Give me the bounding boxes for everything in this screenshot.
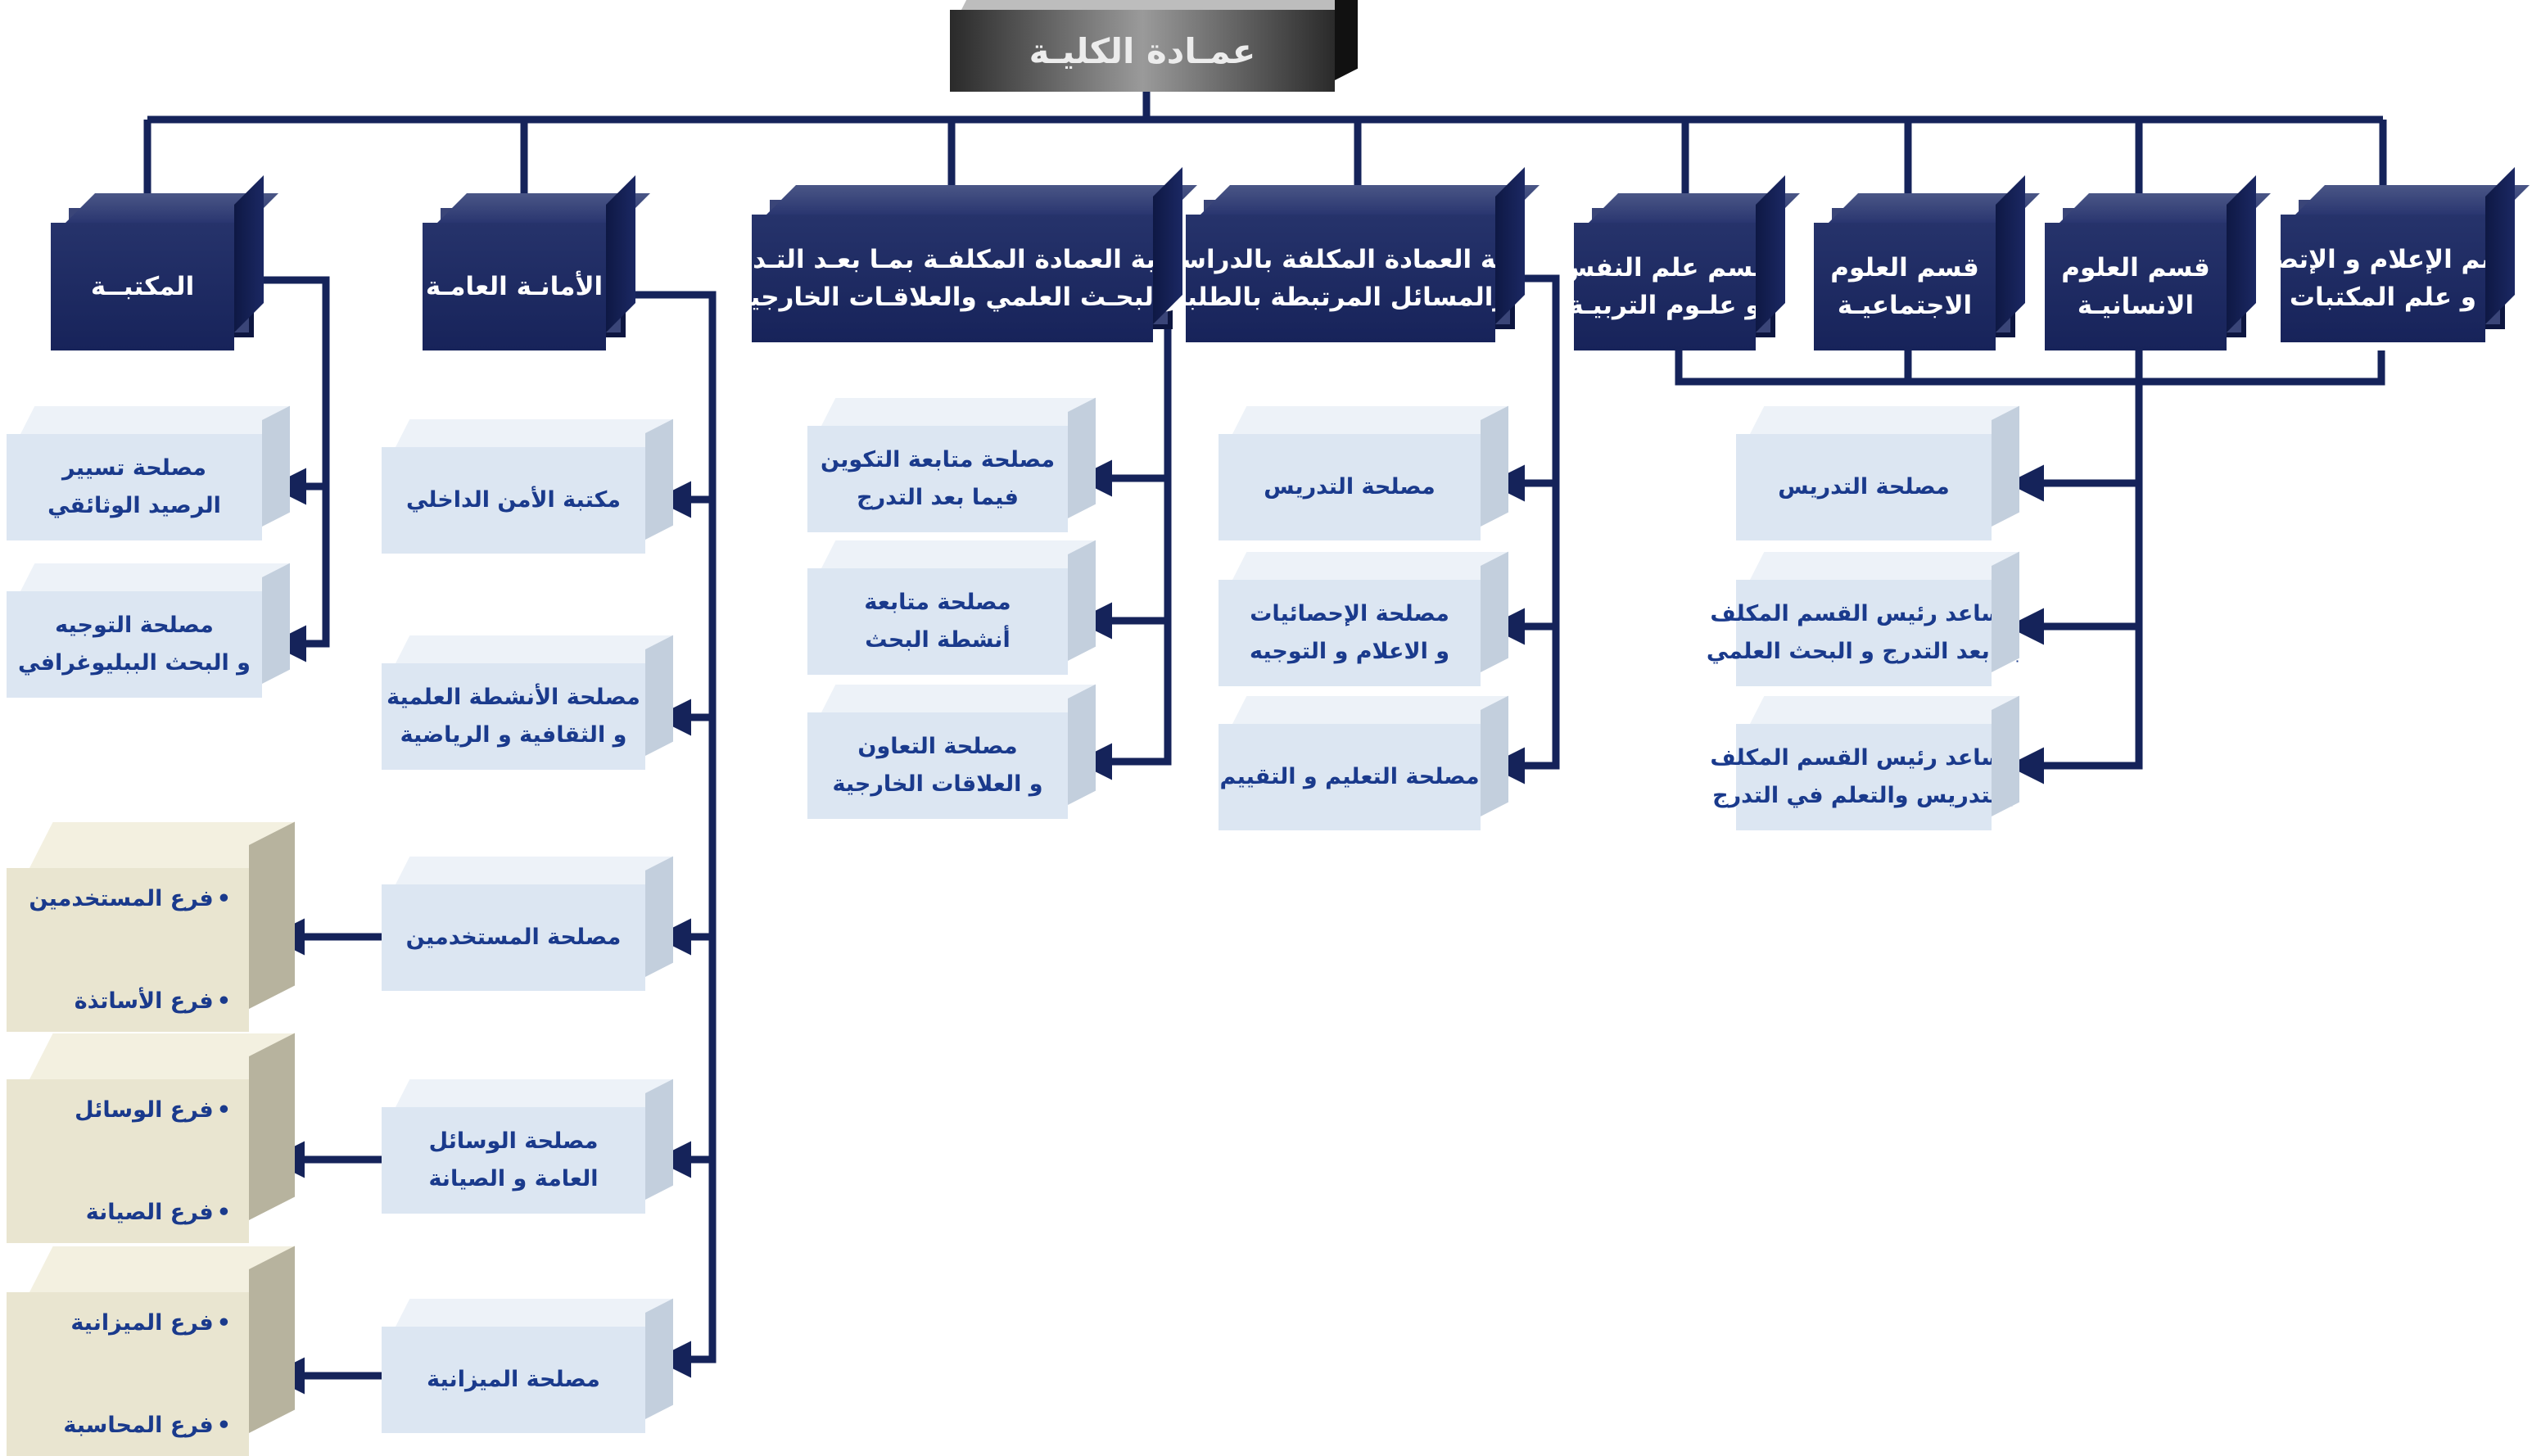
vice-dean-studies: نيابة العمادة المكلفة بالدراسات والمسائل … bbox=[1146, 215, 1535, 342]
branch-box-2: فرع الوسائل فرع الصيانة bbox=[7, 1079, 249, 1243]
branch-box-3: فرع الميزانية فرع المحاسبة bbox=[7, 1292, 249, 1456]
secretariat-service-1-line-1: مكتبة الأمن الداخلي bbox=[405, 487, 622, 513]
library: المكتبــة bbox=[51, 223, 234, 350]
dept-media-communication: قسم الإعلام و الإتصال و علم المكتبات bbox=[2242, 215, 2524, 342]
secretariat-service-5: مصلحة الميزانية bbox=[382, 1327, 645, 1433]
dept-social-sciences-line-1: قسم العلوم bbox=[1830, 252, 1979, 283]
secretariat-service-2-line-1: مصلحة الأنشطة العلمية bbox=[387, 685, 640, 711]
branch-item: فرع الوسائل bbox=[25, 1092, 231, 1128]
studies-service-1-line-1: مصلحة التدريس bbox=[1264, 474, 1436, 500]
postgrad-service-1-line-1: مصلحة متابعة التكوين bbox=[820, 447, 1056, 473]
secretariat-service-2: مصلحة الأنشطة العلمية و الثقافية و الرياض… bbox=[382, 663, 645, 770]
library-service-2-line-2: و البحث الببليوغرافي bbox=[18, 650, 251, 676]
dept-humanities-line-1: قسم العلوم bbox=[2061, 252, 2210, 283]
vice-dean-postgrad: نيابة العمادة المكلفـة بمـا بعـد التـدرج… bbox=[720, 215, 1185, 342]
secretariat-service-3-line-1: مصلحة المستخدمين bbox=[405, 925, 622, 951]
dept-service-1: مصلحة التدريس bbox=[1736, 434, 1992, 540]
dept-service-3-line-1: مساعد رئيس القسم المكلف bbox=[1710, 745, 2018, 771]
dept-media-communication-line-1: قسم الإعلام و الإتصال bbox=[2242, 244, 2524, 274]
branch-item: فرع الأساتذة bbox=[25, 983, 231, 1019]
branch-box-1: فرع المستخدمين فرع الأساتذة bbox=[7, 868, 249, 1032]
studies-service-3-line-1: مصلحة التعليم و التقييم bbox=[1219, 764, 1480, 790]
postgrad-service-1-line-2: فيما بعد التدرج bbox=[857, 485, 1019, 510]
dept-humanities-line-2: الانسانيـة bbox=[2077, 291, 2195, 320]
general-secretariat-line-1: الأمانـة العامـة bbox=[425, 271, 604, 301]
dept-social-sciences-line-2: الاجتماعيـة bbox=[1837, 291, 1973, 320]
dept-psychology-education-line-2: و علـوم التربيـة bbox=[1568, 291, 1761, 320]
faculty-deanship-title: عمـادة الكليـة bbox=[950, 10, 1335, 92]
dept-service-2-line-1: مساعد رئيس القسم المكلف bbox=[1710, 601, 2018, 627]
branch-item: فرع الصيانة bbox=[25, 1195, 231, 1230]
branch-item: فرع المحاسبة bbox=[25, 1408, 231, 1443]
studies-service-2: مصلحة الإحصائيات و الاعلام و التوجيه bbox=[1219, 580, 1481, 686]
vice-dean-studies-line-1: نيابة العمادة المكلفة بالدراسات bbox=[1146, 244, 1535, 274]
branch-item: فرع المستخدمين bbox=[25, 881, 231, 916]
secretariat-service-4-line-2: العامة و الصيانة bbox=[428, 1166, 599, 1191]
dept-social-sciences: قسم العلوم الاجتماعيـة bbox=[1814, 223, 1996, 350]
dept-psychology-education: قسم علم النفس و علـوم التربيـة bbox=[1560, 223, 1770, 350]
branch-item: فرع الميزانية bbox=[25, 1305, 231, 1341]
dept-service-2: مساعد رئيس القسم المكلف بمابعد التدرج و ا… bbox=[1707, 580, 2021, 686]
vice-dean-studies-line-2: والمسائل المرتبطة بالطلبة bbox=[1172, 283, 1509, 312]
postgrad-service-2-line-2: أنشطة البحث bbox=[865, 627, 1011, 653]
general-secretariat: الأمانـة العامـة bbox=[423, 223, 606, 350]
secretariat-service-3: مصلحة المستخدمين bbox=[382, 884, 645, 991]
library-service-1: مصلحة تسيير الرصيد الوثائقي bbox=[7, 434, 262, 540]
studies-service-2-line-1: مصلحة الإحصائيات bbox=[1250, 601, 1449, 627]
dept-service-2-line-2: بمابعد التدرج و البحث العلمي bbox=[1706, 639, 2022, 664]
secretariat-service-5-line-1: مصلحة الميزانية bbox=[427, 1367, 600, 1393]
postgrad-service-3-line-2: و العلاقات الخارجية bbox=[832, 771, 1043, 797]
vice-dean-postgrad-line-2: والبحـث العلمي والعلاقـات الخارجيـة bbox=[726, 283, 1178, 312]
dept-service-3-line-2: بالتدريس والتعلم في التدرج bbox=[1712, 783, 2015, 808]
postgrad-service-3-line-1: مصلحة التعاون bbox=[857, 734, 1018, 760]
postgrad-service-2-line-1: مصلحة متابعة bbox=[864, 590, 1011, 616]
secretariat-service-4-line-1: مصلحة الوسائل bbox=[428, 1128, 599, 1155]
library-service-2-line-1: مصلحة التوجيه bbox=[55, 613, 214, 639]
secretariat-service-1: مكتبة الأمن الداخلي bbox=[382, 447, 645, 554]
secretariat-service-2-line-2: و الثقافية و الرياضية bbox=[400, 722, 627, 748]
postgrad-service-3: مصلحة التعاون و العلاقات الخارجية bbox=[807, 712, 1068, 819]
dept-psychology-education-line-1: قسم علم النفس bbox=[1559, 252, 1770, 283]
studies-service-1: مصلحة التدريس bbox=[1219, 434, 1481, 540]
studies-service-2-line-2: و الاعلام و التوجيه bbox=[1249, 639, 1450, 664]
dept-service-3: مساعد رئيس القسم المكلف بالتدريس والتعلم … bbox=[1710, 724, 2018, 830]
postgrad-service-2: مصلحة متابعة أنشطة البحث bbox=[807, 568, 1068, 675]
postgrad-service-1: مصلحة متابعة التكوين فيما بعد التدرج bbox=[807, 426, 1068, 532]
vice-dean-postgrad-line-1: نيابة العمادة المكلفـة بمـا بعـد التـدرج bbox=[719, 244, 1186, 274]
dept-humanities: قسم العلوم الانسانيـة bbox=[2045, 223, 2227, 350]
library-line-1: المكتبــة bbox=[90, 271, 195, 301]
library-service-2: مصلحة التوجيه و البحث الببليوغرافي bbox=[7, 591, 262, 698]
dept-media-communication-line-2: و علم المكتبات bbox=[2289, 283, 2477, 312]
secretariat-service-4: مصلحة الوسائل العامة و الصيانة bbox=[382, 1107, 645, 1214]
library-service-1-line-2: الرصيد الوثائقي bbox=[47, 493, 221, 518]
library-service-1-line-1: مصلحة تسيير bbox=[61, 455, 207, 482]
dept-service-1-line-1: مصلحة التدريس bbox=[1778, 474, 1950, 500]
studies-service-3: مصلحة التعليم و التقييم bbox=[1219, 724, 1481, 830]
